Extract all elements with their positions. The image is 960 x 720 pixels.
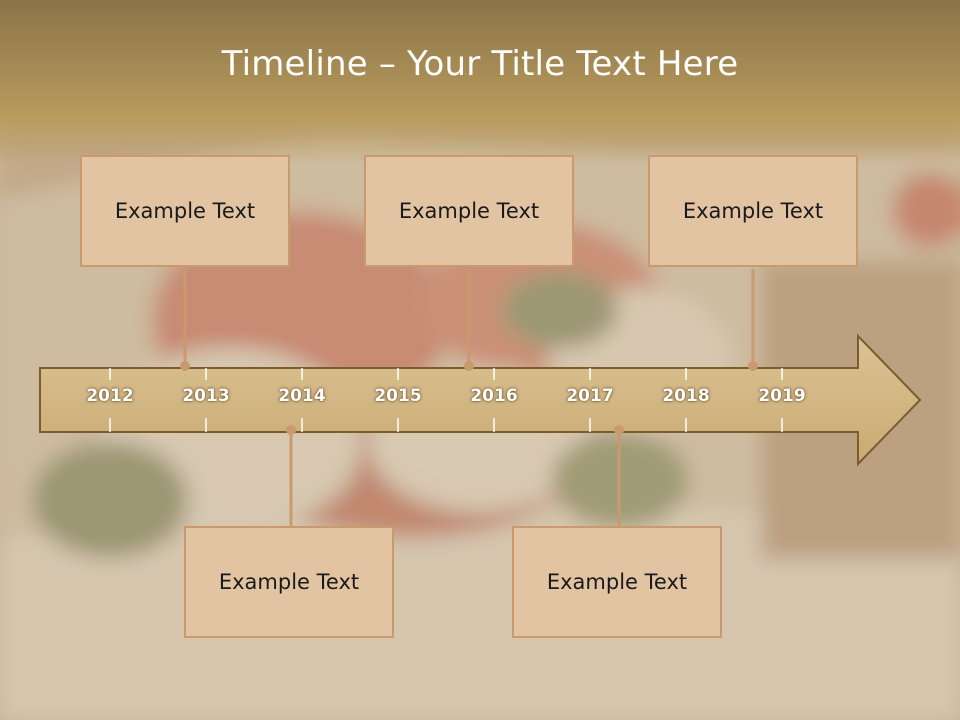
- year-label-2012: 2012: [86, 386, 134, 406]
- year-label-2019: 2019: [758, 386, 806, 406]
- top-box-2-label: Example Text: [398, 199, 540, 223]
- slide-title: Timeline – Your Title Text Here: [221, 44, 739, 84]
- top-box-1-label: Example Text: [114, 199, 256, 223]
- timeline-ticks: [109, 368, 783, 432]
- top-box-1: Example Text: [80, 155, 290, 267]
- bottom-box-1-connector-dot: [286, 425, 296, 435]
- bottom-box-1-label: Example Text: [218, 570, 360, 594]
- top-box-2: Example Text: [364, 155, 574, 267]
- year-label-2017: 2017: [566, 386, 614, 406]
- bottom-box-2: Example Text: [512, 526, 722, 638]
- timeline-connectors: [180, 269, 758, 526]
- top-box-1-connector-dot: [180, 361, 190, 371]
- year-label-2013: 2013: [182, 386, 230, 406]
- timeline-arrow: [39, 333, 922, 467]
- year-label-2014: 2014: [278, 386, 326, 406]
- year-label-2018: 2018: [662, 386, 710, 406]
- bottom-box-2-connector-dot: [614, 425, 624, 435]
- bottom-box-1: Example Text: [184, 526, 394, 638]
- top-box-2-connector-dot: [464, 361, 474, 371]
- year-label-2016: 2016: [470, 386, 518, 406]
- top-box-3-label: Example Text: [682, 199, 824, 223]
- top-box-3: Example Text: [648, 155, 858, 267]
- top-box-3-connector-dot: [748, 361, 758, 371]
- year-label-2015: 2015: [374, 386, 422, 406]
- bottom-box-2-label: Example Text: [546, 570, 688, 594]
